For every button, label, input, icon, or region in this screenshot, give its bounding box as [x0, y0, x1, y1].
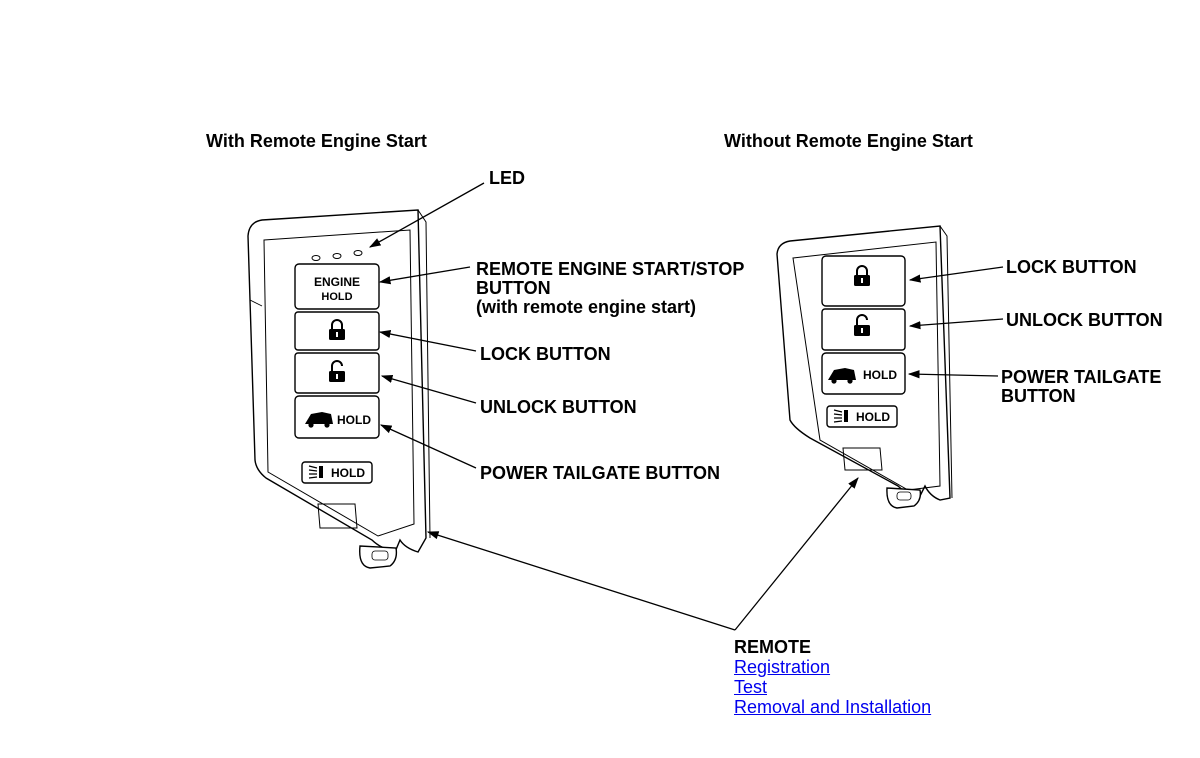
callout-engine-start-line2: BUTTON — [476, 278, 551, 298]
callout-unlock-button-right: UNLOCK BUTTON — [1006, 310, 1163, 330]
panic-icon — [308, 465, 323, 479]
callout-lock-button: LOCK BUTTON — [480, 344, 611, 364]
engine-hold-label: HOLD — [321, 291, 352, 303]
title-without-remote-start: Without Remote Engine Start — [724, 131, 973, 151]
link-registration[interactable]: Registration — [734, 657, 831, 677]
link-test[interactable]: Test — [734, 677, 768, 697]
lock-icon — [854, 265, 870, 286]
callout-unlock-button: UNLOCK BUTTON — [480, 397, 637, 417]
callout-led: LED — [489, 168, 525, 188]
panic-hold-label: HOLD — [331, 466, 365, 480]
fob-with-remote-start — [247, 209, 431, 569]
power-tailgate-button — [294, 395, 380, 439]
callout-power-tailgate-button: POWER TAILGATE BUTTON — [480, 463, 720, 483]
fob-without-remote-start — [776, 225, 953, 509]
tailgate-icon — [828, 368, 856, 384]
link-removal-installation[interactable]: Removal and Installation — [734, 697, 932, 717]
callout-lock-button-right: LOCK BUTTON — [1006, 257, 1137, 277]
panic-hold-label-right: HOLD — [856, 410, 890, 424]
tailgate-hold-label-right: HOLD — [863, 368, 897, 382]
unlock-icon — [854, 314, 870, 336]
callout-engine-start-line3: (with remote engine start) — [476, 297, 697, 317]
title-with-remote-start: With Remote Engine Start — [206, 131, 427, 151]
callout-power-tailgate-line1: POWER TAILGATE — [1001, 367, 1162, 387]
engine-label: ENGINE — [314, 275, 360, 289]
tailgate-icon — [305, 412, 333, 428]
lock-icon — [329, 319, 345, 340]
led-dots — [311, 250, 363, 261]
tailgate-hold-label: HOLD — [337, 413, 371, 427]
unlock-icon — [329, 360, 345, 382]
leader-lines — [368, 182, 1004, 631]
remote-heading: REMOTE — [734, 637, 812, 657]
power-tailgate-button-right — [821, 352, 906, 395]
engine-start-stop-button — [294, 263, 380, 310]
panic-icon — [833, 409, 848, 423]
callout-engine-start-line1: REMOTE ENGINE START/STOP — [476, 259, 745, 279]
callout-power-tailgate-line2: BUTTON — [1001, 386, 1076, 406]
remote-links-block: REMOTE Registration Test Removal and Ins… — [734, 637, 931, 717]
